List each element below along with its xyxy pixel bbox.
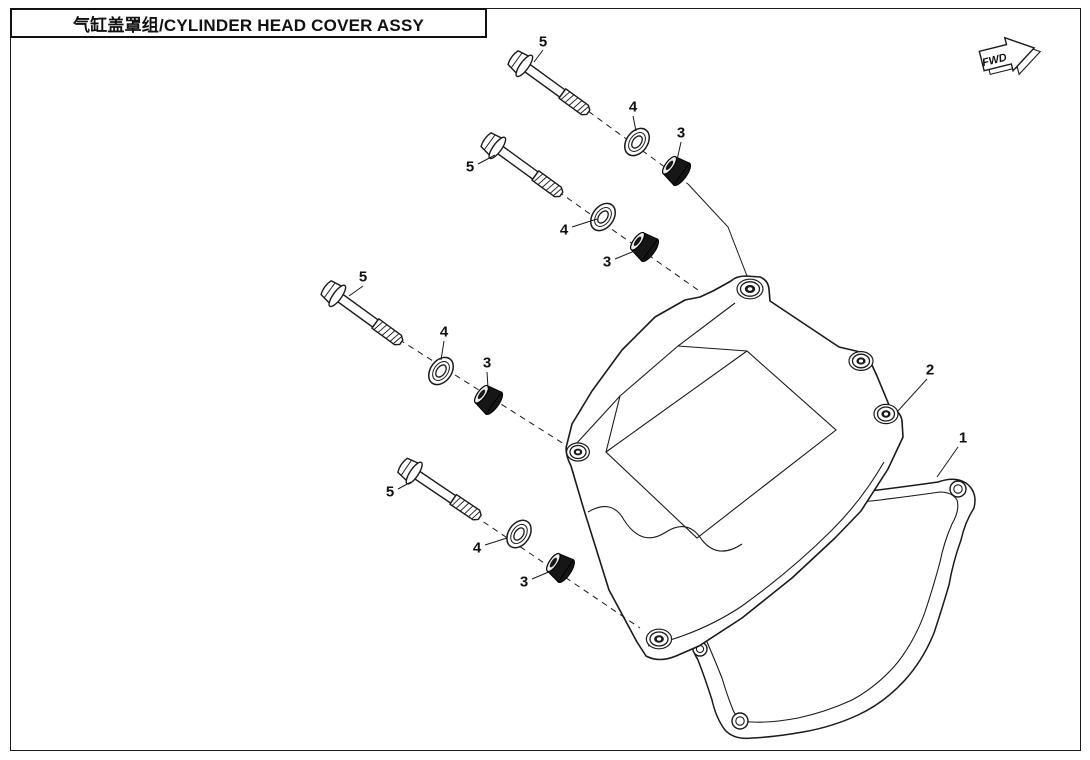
cover-bolt-bosses	[565, 278, 899, 650]
part-callout-4: 4	[628, 98, 638, 116]
flange-bolt	[476, 127, 570, 206]
part-callout-3: 3	[676, 124, 686, 142]
callout-leader-lines	[348, 49, 959, 580]
mounting-nut	[541, 548, 579, 586]
part-callout-3: 3	[519, 573, 529, 591]
page-title: 气缸盖罩组/CYLINDER HEAD COVER ASSY	[72, 15, 425, 35]
mounting-nut	[657, 151, 695, 189]
part-callout-5: 5	[538, 33, 548, 51]
seal-washer	[501, 514, 537, 554]
fwd-label: FWD	[981, 52, 1008, 70]
mounting-nut	[625, 227, 663, 265]
seal-washer	[584, 197, 622, 237]
part-callout-3: 3	[602, 253, 612, 271]
cylinder-head-cover-part	[565, 275, 904, 661]
title-box: 气缸盖罩组/CYLINDER HEAD COVER ASSY	[10, 8, 487, 38]
flange-bolt	[316, 275, 410, 354]
part-callout-1: 1	[958, 429, 968, 447]
part-callout-5: 5	[358, 268, 368, 286]
seal-washer	[618, 122, 656, 162]
flange-bolt	[393, 453, 488, 529]
part-callout-4: 4	[439, 323, 449, 341]
part-callout-5: 5	[465, 158, 475, 176]
part-callout-2: 2	[925, 361, 935, 379]
part-callout-4: 4	[472, 539, 482, 557]
part-callout-5: 5	[385, 483, 395, 501]
fwd-arrow-icon: FWD	[978, 36, 1042, 76]
cover-detail-lines	[575, 302, 885, 647]
part-callout-4: 4	[559, 221, 569, 239]
part-callout-3: 3	[482, 354, 492, 372]
flange-bolt	[503, 45, 597, 124]
